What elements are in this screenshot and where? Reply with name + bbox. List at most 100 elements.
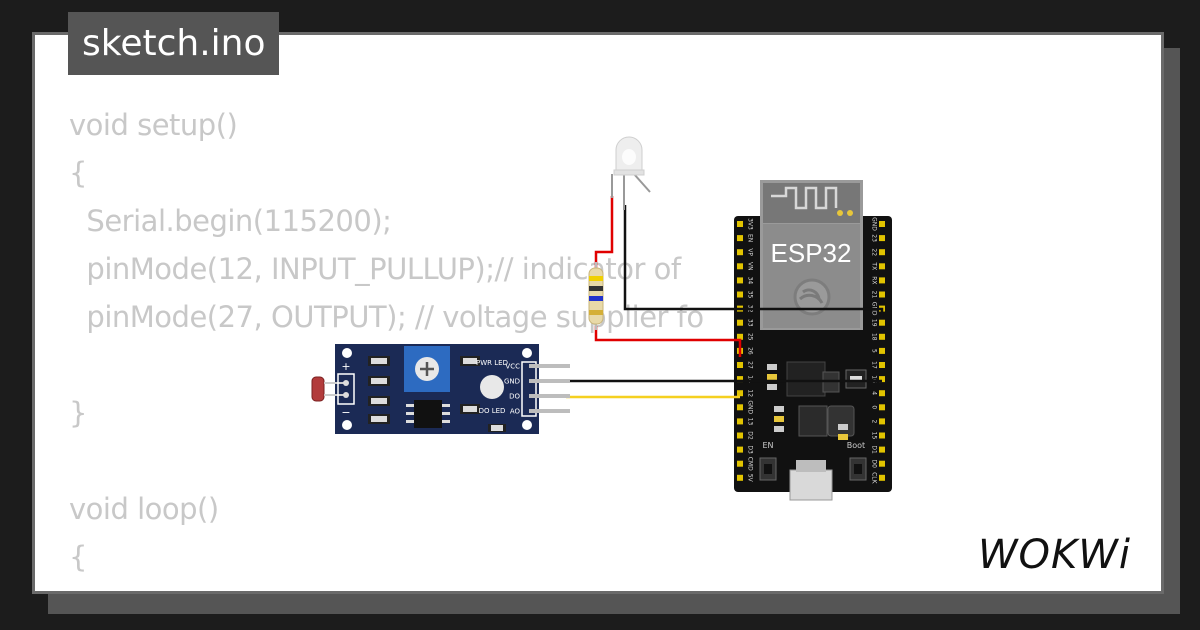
pin-pad-right-17[interactable] [879,460,885,467]
pin-pad-right-1[interactable] [879,235,885,242]
pin-pad-right-13[interactable] [879,404,885,411]
pin-pad-left-17[interactable] [737,460,743,467]
sensor-pin-do[interactable] [529,394,570,398]
wires[interactable] [566,196,884,399]
pwr-led-label: PWR LED [476,359,508,367]
pin-label-left-3: VN [747,262,754,271]
pin-label-left-16: D3 [747,445,754,454]
pin-pad-right-14[interactable] [879,418,885,425]
pin-pad-left-16[interactable] [737,446,743,453]
pin-label-right-0: GND [871,217,878,231]
pin-pad-left-5[interactable] [737,291,743,298]
pin-pad-right-18[interactable] [879,474,885,481]
pin-pad-left-18[interactable] [737,474,743,481]
pin-pad-right-4[interactable] [879,277,885,284]
pin-label-right-2: 22 [871,248,878,256]
pin-label-right-17: D0 [871,459,878,468]
pin-pad-right-11[interactable] [879,376,885,383]
do-led-label: DO LED [479,407,506,415]
pin-pad-left-0[interactable] [737,221,743,227]
pin-pad-left-8[interactable] [737,333,743,340]
pin-label-left-17: CMD [747,457,754,471]
pin-label-left-4: 34 [747,277,754,285]
pin-label-left-1: EN [747,234,754,242]
en-button-label: EN [762,441,773,450]
resistor[interactable] [588,262,604,330]
pin-pad-right-8[interactable] [879,333,885,340]
board-name: ESP32 [771,238,852,268]
sensor-pin-label: DO [509,393,520,401]
pin-label-left-11: 14 [747,375,754,383]
pin-pad-left-12[interactable] [737,390,743,397]
pin-pad-left-15[interactable] [737,432,743,439]
pin-label-left-18: 5V [747,474,754,483]
red-wire-led[interactable] [594,196,614,270]
pin-label-left-13: GND [747,400,754,414]
pin-pad-right-9[interactable] [879,347,885,354]
pin-label-right-5: 21 [871,291,878,299]
pin-label-right-3: TX [871,261,878,270]
wokwi-logo: WOKWi [978,532,1131,578]
pin-pad-left-13[interactable] [737,404,743,411]
pin-pad-left-1[interactable] [737,235,743,242]
pin-label-right-1: 23 [871,234,878,242]
pin-label-left-15: D2 [747,431,754,440]
pin-label-right-8: 18 [871,333,878,341]
minus-label: − [341,406,350,419]
pin-pad-left-7[interactable] [737,319,743,326]
pin-label-right-4: RX [871,276,878,284]
black-wire-led-gnd[interactable] [623,205,884,318]
code-line: { [69,156,87,190]
pin-label-left-2: VP [747,248,754,256]
pin-label-right-14: 2 [871,419,878,423]
code-line: Serial.begin(115200); [69,204,392,238]
code-line: } [69,396,87,430]
pin-label-left-12: 12 [747,389,754,397]
pin-pad-left-11[interactable] [737,376,743,383]
pin-pad-left-2[interactable] [737,249,743,256]
file-name-tab: sketch.ino [68,12,280,75]
pin-pad-right-7[interactable] [879,319,885,326]
pin-label-right-10: 17 [871,361,878,369]
led[interactable] [611,136,651,210]
code-line: pinMode(27, OUTPUT); // voltage supplier… [69,300,704,334]
sensor-pin-label: VCC [505,363,520,371]
pin-pad-right-10[interactable] [879,362,885,368]
wokwi-logo-text: WOKWi [978,532,1131,578]
pin-pad-right-16[interactable] [879,446,885,453]
pin-label-right-15: 15 [871,432,878,440]
pin-pad-right-2[interactable] [879,249,885,256]
pin-pad-right-5[interactable] [879,291,885,298]
boot-button-label: Boot [847,441,865,450]
pin-label-left-8: 25 [747,333,754,341]
code-line: void loop() [69,492,219,526]
pin-pad-left-4[interactable] [737,277,743,284]
pin-label-right-18: CLK [871,472,878,485]
code-line: void setup() [69,108,238,142]
pin-pad-right-12[interactable] [879,390,885,397]
pin-pad-left-3[interactable] [737,263,743,270]
pin-label-left-5: 35 [747,291,754,299]
code-preview: void setup() { Serial.begin(115200); pinM… [69,101,704,581]
pin-pad-left-10[interactable] [737,362,743,368]
esp32-board[interactable]: EN Boot ESP32 3V3ENVPVN34353233252627141… [734,180,892,501]
pin-label-right-12: 4 [871,391,878,395]
sensor-pin-label: AO [510,408,521,416]
pin-pad-right-3[interactable] [879,263,885,270]
pin-pad-right-0[interactable] [879,221,885,227]
pin-label-right-7: 19 [871,319,878,327]
red-wire[interactable] [594,326,742,357]
sensor-pin-vcc[interactable] [529,364,570,368]
sensor-pin-ao[interactable] [529,409,570,413]
pin-label-left-14: 13 [747,418,754,426]
pin-label-right-11: 16 [871,375,878,383]
code-line: { [69,540,87,574]
sensor-pin-gnd[interactable] [529,379,570,383]
pin-label-right-16: D1 [871,445,878,454]
pin-pad-right-15[interactable] [879,432,885,439]
pin-label-right-13: 0 [871,405,878,409]
pin-pad-left-14[interactable] [737,418,743,425]
